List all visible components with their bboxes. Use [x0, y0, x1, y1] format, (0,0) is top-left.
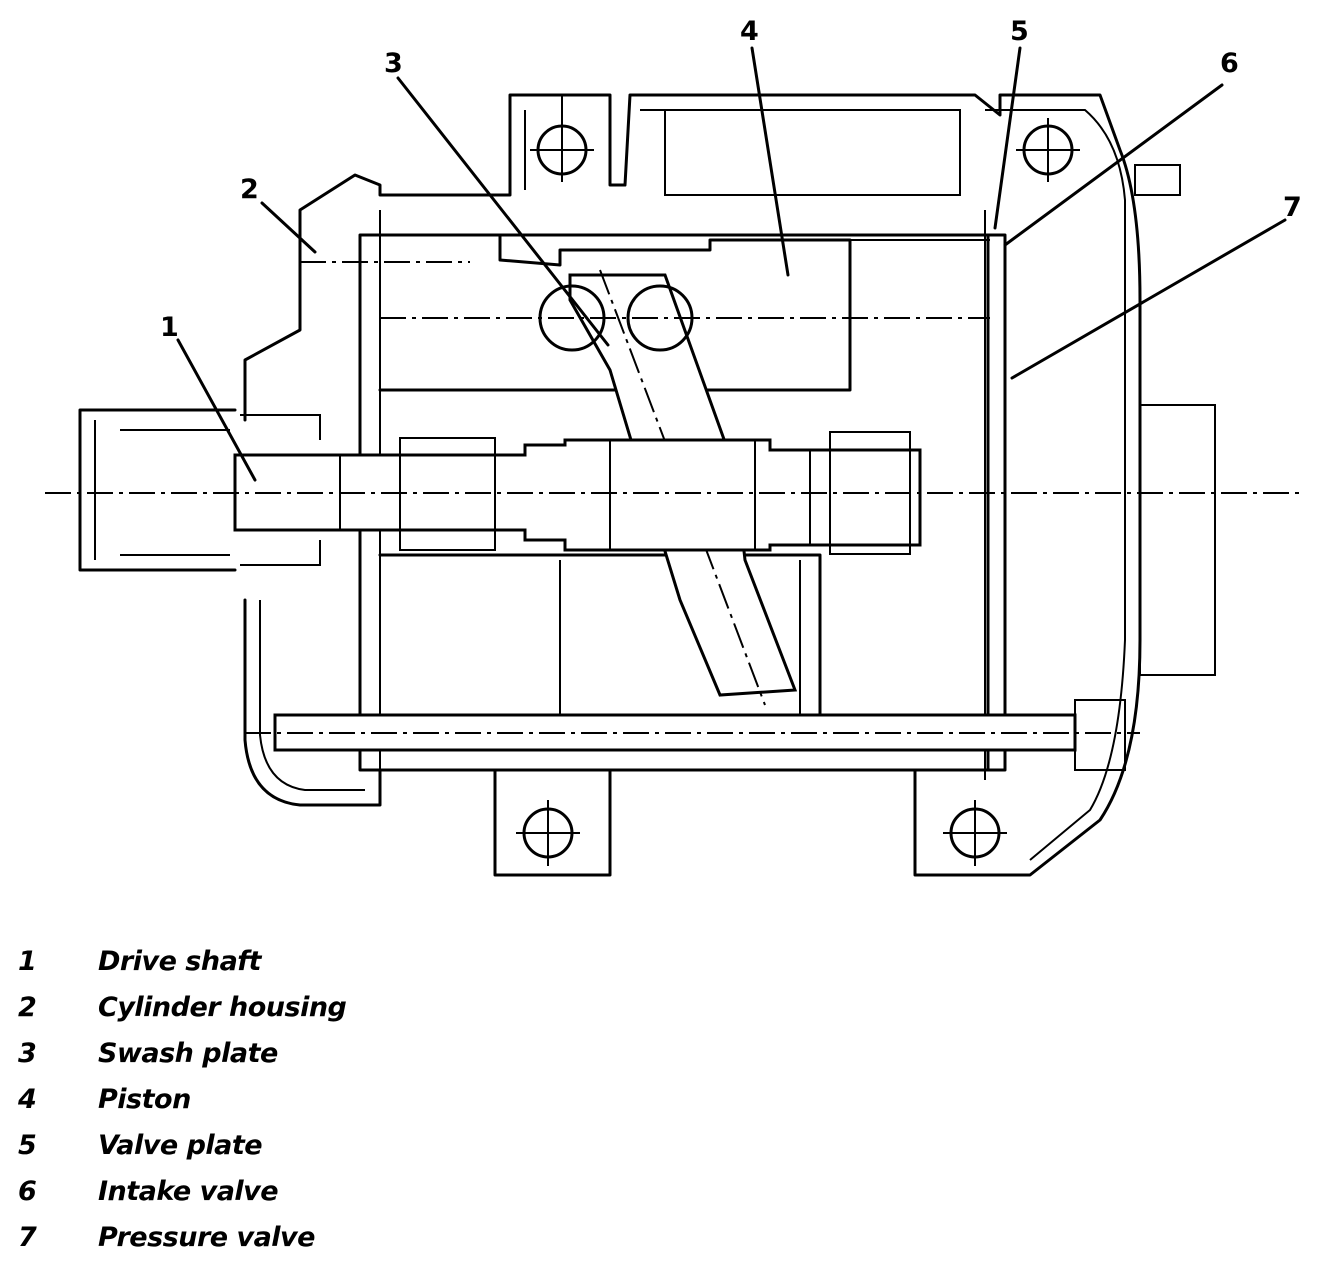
legend-number: 6: [18, 1176, 37, 1207]
bolt-hole-bottom-left: [516, 800, 580, 866]
legend-number: 7: [18, 1222, 37, 1253]
leader-line-2: [260, 201, 317, 254]
callout-number-3: 3: [384, 48, 403, 79]
callout-number-6: 6: [1220, 48, 1239, 79]
legend-label: Cylinder housing: [98, 992, 347, 1023]
legend-label: Piston: [98, 1084, 191, 1115]
legend-label: Intake valve: [98, 1176, 279, 1207]
leader-line-3: [396, 76, 610, 347]
legend-label: Pressure valve: [98, 1222, 315, 1253]
leader-line-4: [750, 46, 790, 277]
legend-item-piston: 4 Piston: [0, 1076, 700, 1122]
legend-label: Swash plate: [98, 1038, 278, 1069]
piston-upper: [378, 233, 852, 392]
legend-item-swash-plate: 3 Swash plate: [0, 1030, 700, 1076]
leader-line-5: [993, 46, 1022, 230]
shaft-seal: [240, 414, 321, 566]
legend-number: 2: [18, 992, 37, 1023]
legend-item-drive-shaft: 1 Drive shaft: [0, 938, 700, 984]
callout-number-7: 7: [1283, 192, 1302, 223]
housing-inner-outline: [259, 109, 1126, 861]
callout-number-2: 2: [240, 174, 259, 205]
legend-item-valve-plate: 5 Valve plate: [0, 1122, 700, 1168]
legend-number: 4: [18, 1084, 37, 1115]
drive-shaft: [233, 438, 922, 552]
housing-outline: [243, 93, 1142, 877]
legend-number: 3: [18, 1038, 37, 1069]
legend-label: Valve plate: [98, 1130, 263, 1161]
legend-item-cylinder-housing: 2 Cylinder housing: [0, 984, 700, 1030]
compressor-cross-section-diagram: 1 2 3 4 5 6 7: [45, 16, 1302, 877]
bolt-hole-top-right: [1016, 118, 1080, 182]
legend-item-intake-valve: 6 Intake valve: [0, 1168, 700, 1214]
legend-item-pressure-valve: 7 Pressure valve: [0, 1214, 700, 1260]
bolt-hole-top-left: [530, 96, 594, 182]
callout-number-4: 4: [740, 16, 759, 47]
bolt-hole-bottom-right: [943, 800, 1007, 866]
legend-label: Drive shaft: [98, 946, 261, 977]
rear-cover: [1139, 404, 1216, 676]
callout-number-5: 5: [1010, 16, 1029, 47]
leader-line-1: [176, 338, 257, 482]
legend-number: 1: [18, 946, 37, 977]
parts-legend: 1 Drive shaft 2 Cylinder housing 3 Swash…: [0, 938, 700, 1260]
callout-number-1: 1: [160, 312, 179, 343]
shaft-hub: [78, 408, 237, 572]
leader-line-7: [1010, 218, 1287, 380]
legend-number: 5: [18, 1130, 37, 1161]
leader-line-6: [1003, 83, 1224, 247]
